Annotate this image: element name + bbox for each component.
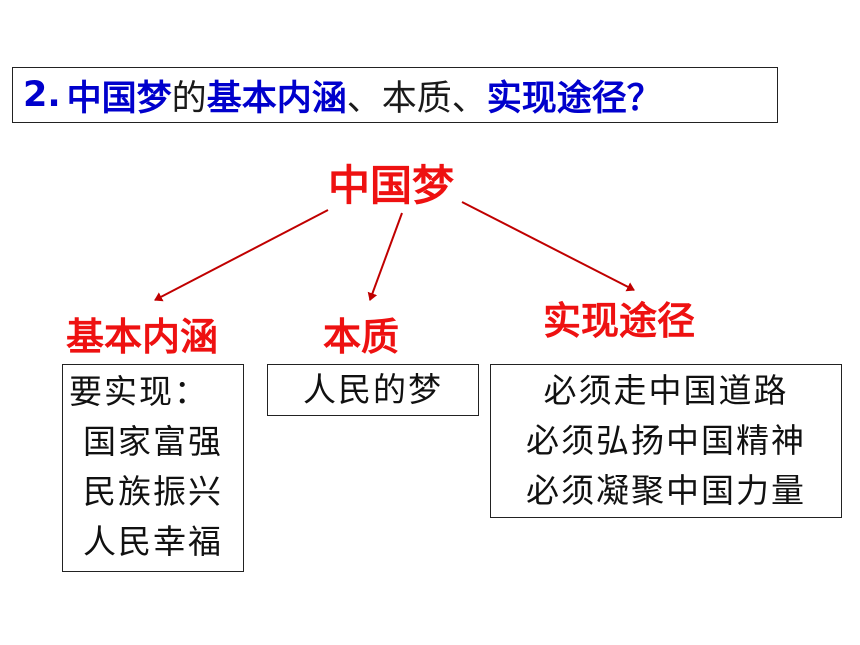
basic-connotation-line: 人民幸福 xyxy=(83,522,223,561)
branch-label-path: 实现途径 xyxy=(543,299,696,343)
path-line: 必须走中国道路 xyxy=(543,371,789,410)
path-line: 必须弘扬中国精神 xyxy=(526,421,806,460)
title-part-china-dream: 中国梦 xyxy=(66,78,172,119)
title-part-basic-connotation: 基本内涵 xyxy=(206,78,347,119)
path-box: 必须走中国道路 必须弘扬中国精神 必须凝聚中国力量 xyxy=(490,364,842,518)
essence-line: 人民的梦 xyxy=(303,370,443,409)
basic-connotation-box: 要实现： 国家富强 民族振兴 人民幸福 xyxy=(62,364,244,572)
arrow-to-essence xyxy=(367,212,403,301)
title-part-path: 实现途径 xyxy=(486,78,627,119)
branch-label-essence: 本质 xyxy=(323,315,400,359)
question-title: 2. 中国梦 的 基本内涵 、本质、 实现途径 ？ xyxy=(12,67,778,123)
arrow-to-path xyxy=(461,201,635,292)
title-part-essence: 、本质、 xyxy=(346,78,487,119)
root-node-china-dream: 中国梦 xyxy=(328,161,455,210)
essence-box: 人民的梦 xyxy=(267,364,479,416)
branch-label-basic-connotation: 基本内涵 xyxy=(66,315,219,359)
title-part-de: 的 xyxy=(171,78,207,119)
title-question-mark: ？ xyxy=(626,78,662,119)
title-number: 2. xyxy=(23,75,61,115)
basic-connotation-line: 民族振兴 xyxy=(83,472,223,511)
path-line: 必须凝聚中国力量 xyxy=(526,471,806,510)
basic-connotation-line: 要实现： xyxy=(69,372,209,411)
basic-connotation-line: 国家富强 xyxy=(83,422,223,461)
arrow-to-basic-connotation xyxy=(154,209,329,302)
